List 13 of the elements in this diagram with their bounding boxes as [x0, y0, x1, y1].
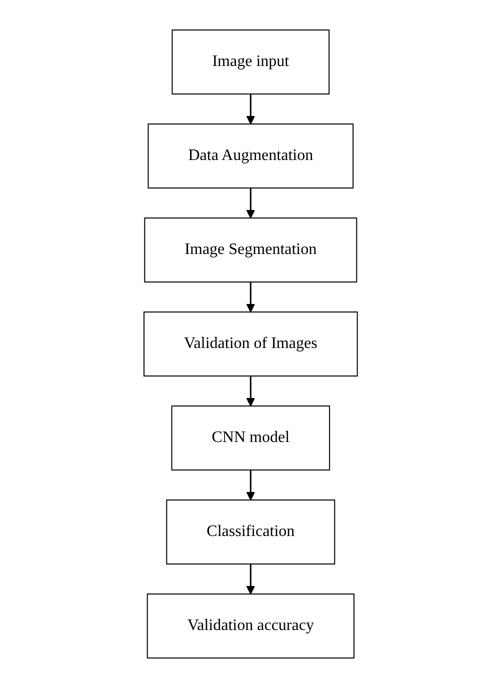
node-box: Validation accuracy [146, 593, 354, 658]
arrow [246, 282, 255, 312]
node-box: Validation of Images [143, 311, 358, 376]
node-box: CNN model [171, 405, 330, 470]
node-box: Data Augmentation [148, 123, 354, 188]
arrow [246, 376, 255, 406]
arrow [246, 188, 255, 218]
node-box: Classification [166, 499, 335, 564]
node-box: Image Segmentation [144, 217, 357, 282]
arrow [246, 94, 255, 124]
arrow [246, 564, 255, 594]
node-box: Image input [172, 29, 330, 94]
arrow [246, 470, 255, 500]
